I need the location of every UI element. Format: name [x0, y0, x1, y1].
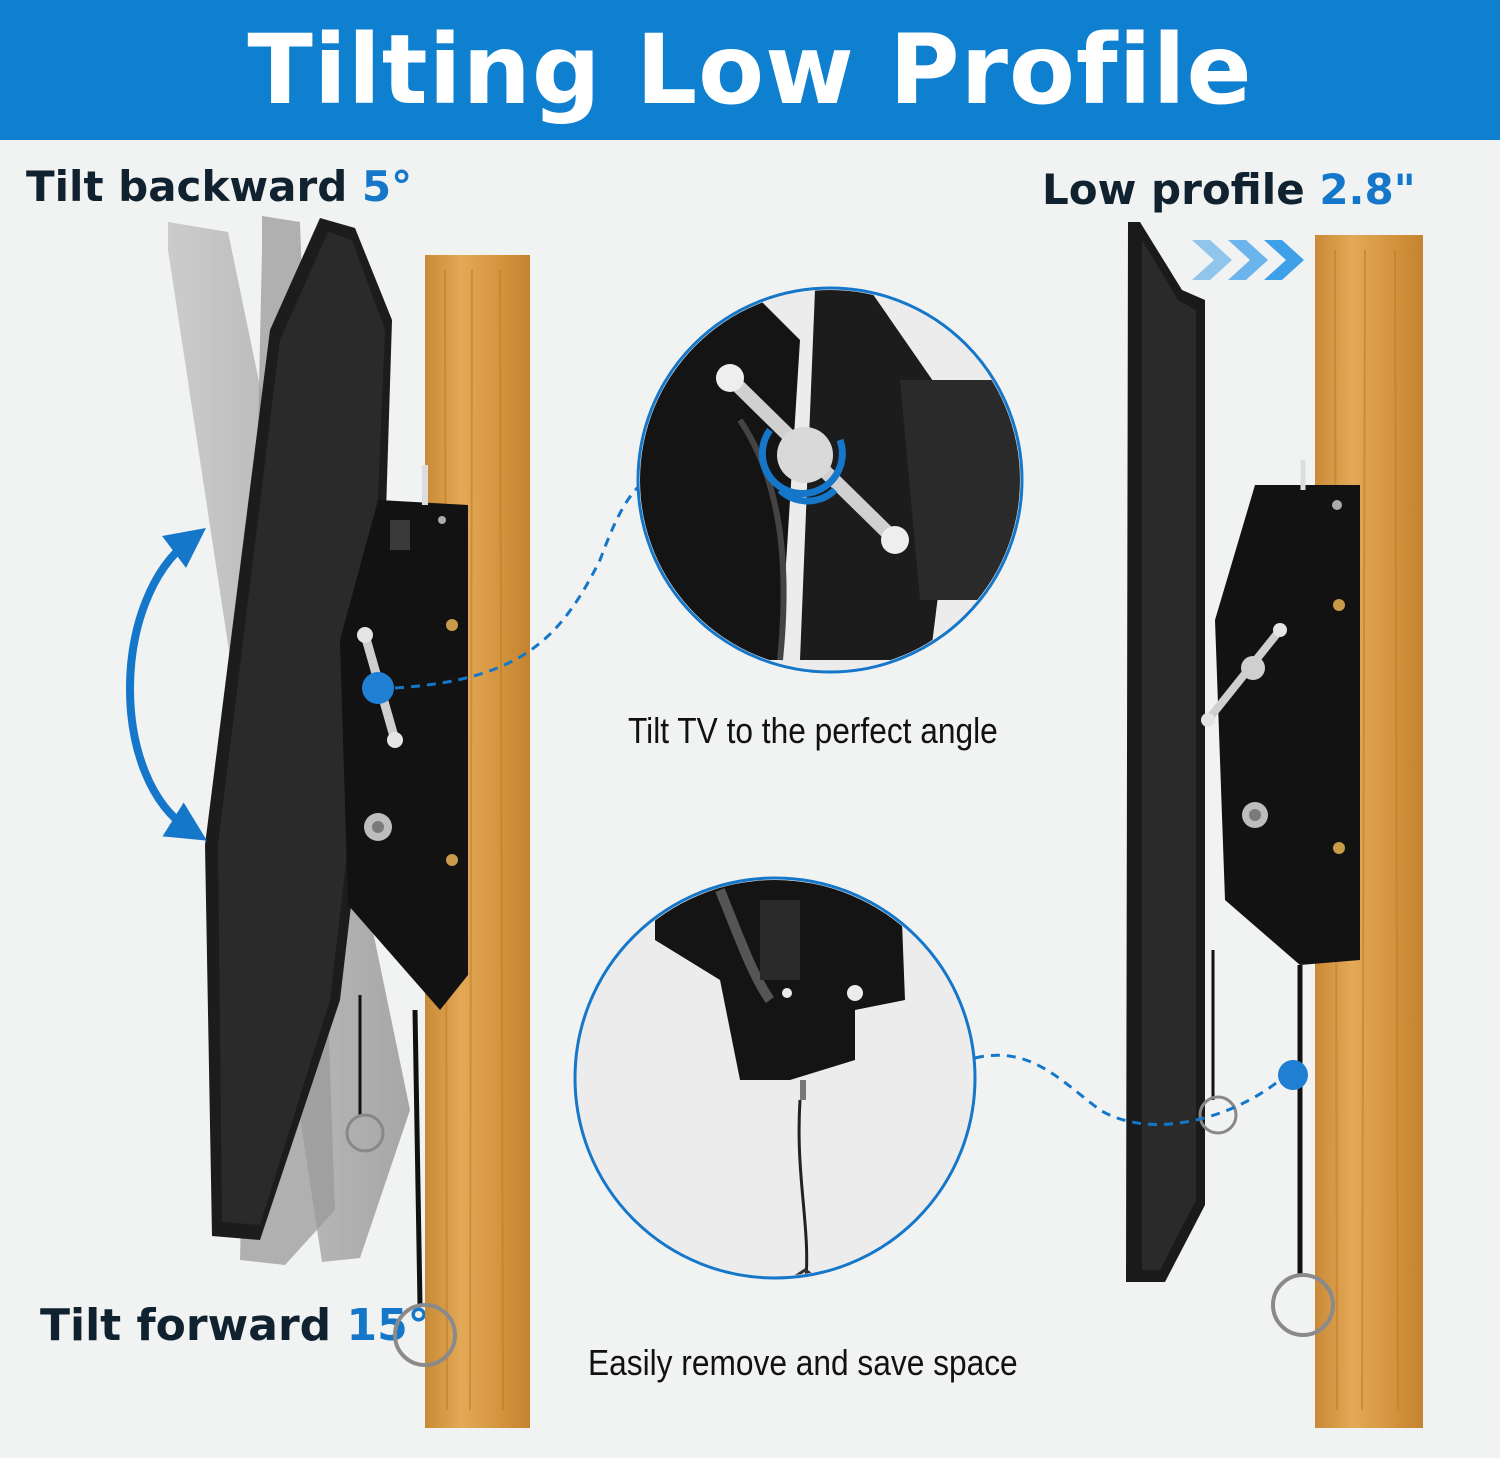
- connector-line-bottom: [974, 1053, 1281, 1126]
- tilt-forward-label: Tilt forward 15°: [40, 1300, 430, 1351]
- tilt-backward-value: 5°: [361, 162, 413, 211]
- release-cord-marker-right: [1278, 1060, 1308, 1090]
- zoom-circle-release-cord: [573, 876, 977, 1280]
- header-banner: Tilting Low Profile: [0, 0, 1500, 140]
- tilt-forward-value: 15°: [346, 1300, 430, 1351]
- release-ring-left: [393, 1303, 457, 1367]
- release-ring-left-small: [345, 1113, 385, 1153]
- low-profile-arrows: [1192, 240, 1304, 280]
- low-profile-value: 2.8": [1319, 165, 1416, 214]
- page-title: Tilting Low Profile: [247, 14, 1253, 126]
- tilt-knob-marker-left: [362, 672, 394, 704]
- caption-tilt-angle: Tilt TV to the perfect angle: [628, 710, 998, 751]
- zoom-circle-tilt-knob: [636, 286, 1024, 674]
- caption-remove-space: Easily remove and save space: [588, 1342, 1018, 1383]
- release-ring-right: [1271, 1273, 1335, 1337]
- tilt-direction-arrow: [126, 527, 207, 841]
- release-ring-right-small: [1198, 1095, 1238, 1135]
- tilt-backward-label: Tilt backward 5°: [26, 162, 413, 211]
- wall-mount-bracket-left: [340, 465, 468, 1010]
- low-profile-label: Low profile 2.8": [1042, 165, 1416, 214]
- wall-mount-bracket-right: [1201, 460, 1360, 965]
